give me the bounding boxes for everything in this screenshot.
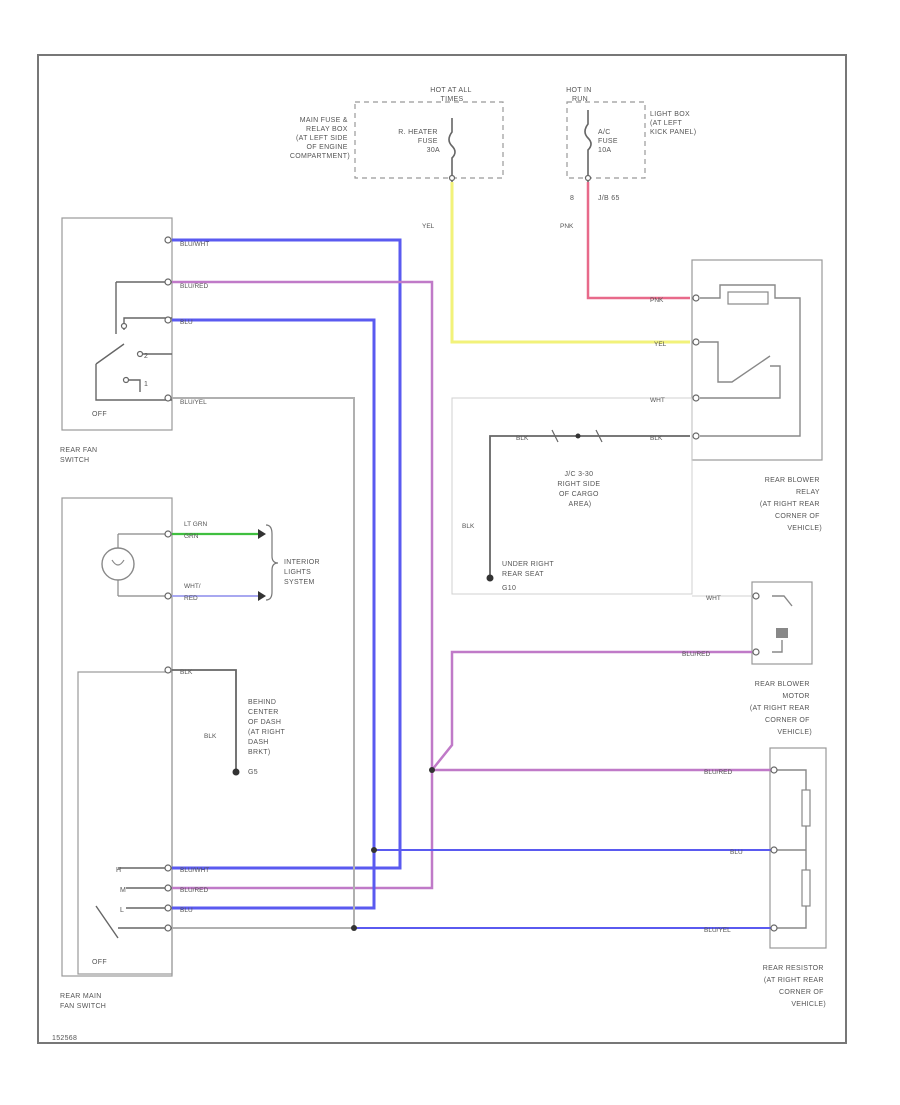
rear-resistor-box: [769, 747, 827, 949]
yel-label-2: YEL: [654, 341, 667, 348]
ground-dash-label: BEHIND CENTER OF DASH (AT RIGHT DASH BRK…: [248, 699, 287, 776]
ground-dash-icon: [232, 768, 240, 776]
blk-label-5: BLK: [204, 733, 217, 740]
rear-main-switch-off-label: OFF: [92, 959, 107, 966]
blu-label-2: BLU: [730, 849, 743, 856]
rear-blower-relay-label: REAR BLOWER RELAY (AT RIGHT REAR CORNER …: [760, 477, 822, 532]
diagram-border: [37, 54, 847, 1044]
blk-label-1: BLK: [650, 435, 663, 442]
ground-rear-seat-label: UNDER RIGHT REAR SEAT G10: [502, 561, 556, 592]
yel-wire: [450, 182, 690, 344]
rear-main-switch-pos-h: H: [116, 867, 121, 874]
resistor-element-1: [801, 789, 811, 827]
wht-slash-label: WHT/: [184, 583, 201, 590]
blu-wht-label-2: BLU/WHT: [180, 867, 209, 874]
rear-blower-motor-box: [751, 581, 813, 665]
relay-coil: [700, 284, 801, 437]
junction-code-label: J/B 65: [598, 195, 620, 202]
switch-contact-b: [136, 350, 144, 358]
relay-contact: [700, 341, 781, 399]
arrow-grn-icon: [258, 529, 266, 539]
blu-wire-a: [172, 318, 376, 910]
blu-label-3: BLU: [180, 907, 193, 914]
rear-fan-switch-box: [61, 217, 173, 431]
blu-red-label-3: BLU/RED: [704, 769, 732, 776]
light-box-outline: [566, 101, 646, 179]
ac-fuse-label: A/C FUSE 10A: [598, 129, 620, 154]
arrow-wht-icon: [258, 591, 266, 601]
blower-motor-body: [776, 628, 788, 638]
blu-yel-label-1: BLU/YEL: [180, 399, 207, 406]
switch-contact-c: [122, 376, 130, 384]
rear-main-fan-switch-inner: [77, 671, 173, 975]
blu-label-1: BLU: [180, 319, 193, 326]
blk-label-3: BLK: [462, 523, 475, 530]
blk-wire-relay: [489, 435, 690, 578]
blk-label-4: BLK: [180, 669, 193, 676]
blu-red-wire-c: [431, 650, 752, 771]
blu-red-wire-a: [172, 280, 434, 890]
blk-label-2: BLK: [516, 435, 529, 442]
bulb-leads: [111, 533, 172, 597]
rear-main-fan-switch-label: REAR MAIN FAN SWITCH: [60, 993, 106, 1010]
interior-lights-label: INTERIOR LIGHTS SYSTEM: [284, 559, 322, 586]
blu-wht-wire: [172, 238, 402, 870]
blk-wire-dash: [172, 669, 237, 770]
blu-red-label-2: BLU/RED: [682, 651, 710, 658]
heater-fuse-symbol: [448, 118, 456, 182]
jc-label: J/C 3-30 RIGHT SIDE OF CARGO AREA): [557, 471, 602, 508]
bulb-icon: [101, 547, 135, 581]
pnk-label-1: PNK: [560, 223, 574, 230]
ground-rear-seat-icon: [486, 574, 494, 582]
pnk-wire: [586, 182, 690, 300]
rear-main-switch-pos-l: L: [120, 907, 124, 914]
red-label: RED: [184, 595, 198, 602]
rear-fan-switch-off-label: OFF: [92, 411, 107, 418]
yel-label-1: YEL: [422, 223, 435, 230]
ac-fuse-symbol: [584, 110, 592, 182]
splice-blu-red: [429, 767, 435, 773]
blu-red-label-4: BLU/RED: [180, 887, 208, 894]
fuse-number-label: 8: [570, 195, 574, 202]
interior-lights-brace: [265, 524, 279, 601]
grn-label: GRN: [184, 533, 199, 540]
wht-label-2: WHT: [706, 595, 721, 602]
switch-connectors: [164, 174, 778, 932]
wht-label-1: WHT: [650, 397, 665, 404]
rear-resistor-label: REAR RESISTOR (AT RIGHT REAR CORNER OF V…: [763, 965, 826, 1008]
hot-at-all-times-label: HOT AT ALL TIMES: [430, 87, 474, 103]
hot-in-run-label: HOT IN RUN: [566, 87, 594, 103]
blu-yel-label-2: BLU/YEL: [704, 927, 731, 934]
splice-blk: [575, 433, 581, 439]
blu-red-label-1: BLU/RED: [180, 283, 208, 290]
rear-fan-switch-pos-1: 1: [144, 381, 148, 388]
light-box-label: LIGHT BOX (AT LEFT KICK PANEL): [650, 111, 696, 136]
blu-yel-wire-a: [172, 397, 355, 929]
main-fuse-box-outline: [354, 101, 504, 179]
splice-blu: [371, 847, 377, 853]
main-fuse-box-label: MAIN FUSE & RELAY BOX (AT LEFT SIDE OF E…: [290, 117, 350, 160]
rear-fan-switch-mechanism: [95, 281, 172, 401]
splice-blu-yel: [351, 925, 357, 931]
blu-wht-label-1: BLU/WHT: [180, 241, 209, 248]
rear-blower-motor-label: REAR BLOWER MOTOR (AT RIGHT REAR CORNER …: [750, 681, 812, 736]
rear-main-switch-mechanism: [95, 867, 172, 939]
resistor-element-2: [801, 869, 811, 907]
footer-code: 152568: [52, 1035, 77, 1042]
jc-connector-marks: [551, 429, 603, 443]
pnk-label-2: PNK: [650, 297, 664, 304]
resistor-rail: [776, 769, 807, 929]
rear-fan-switch-label: REAR FAN SWITCH: [60, 447, 100, 464]
lt-grn-label: LT GRN: [184, 521, 208, 528]
heater-fuse-label: R. HEATER FUSE 30A: [398, 129, 440, 154]
switch-contact-a: [120, 322, 128, 330]
rear-blower-relay-box: [691, 259, 823, 461]
rear-main-switch-pos-m: M: [120, 887, 126, 894]
rear-fan-switch-pos-2: 2: [144, 353, 148, 360]
relay-coil-winding: [727, 291, 769, 305]
blower-motor-symbol: [772, 595, 793, 653]
